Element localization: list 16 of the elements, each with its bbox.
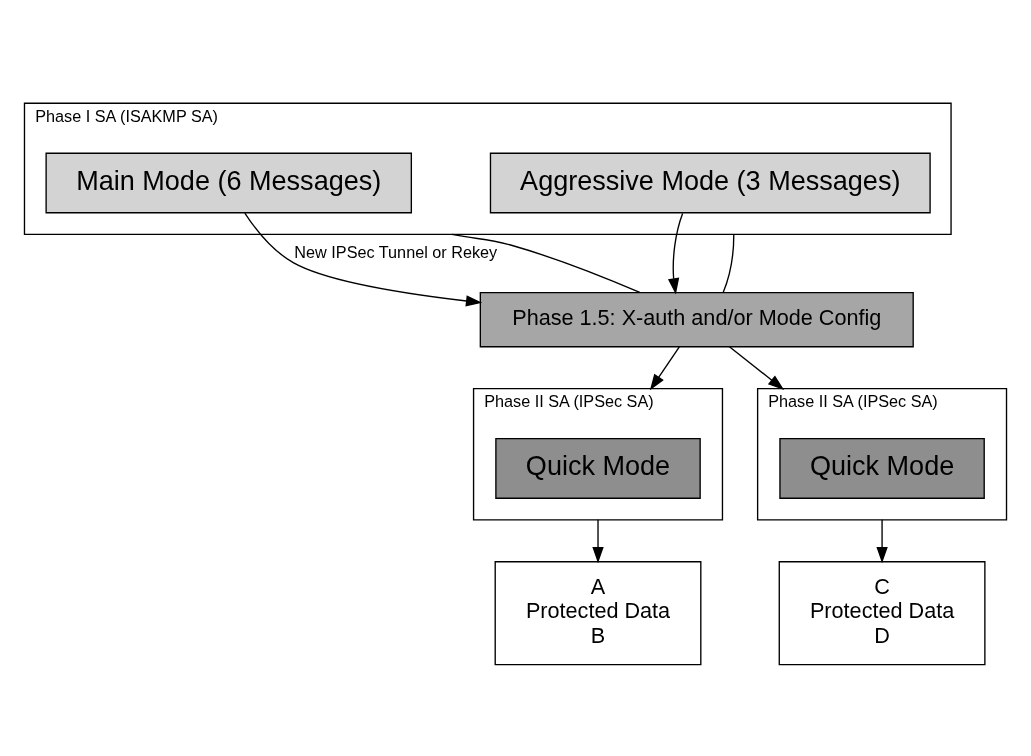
arrow bbox=[244, 211, 483, 307]
node-box: Quick Mode bbox=[779, 437, 985, 499]
arrow bbox=[876, 518, 888, 563]
node-box: C Protected Data D bbox=[778, 560, 986, 665]
node-box: Main Mode (6 Messages) bbox=[45, 152, 412, 213]
node-box: Aggressive Mode (3 Messages) bbox=[489, 152, 931, 213]
arrow bbox=[667, 212, 684, 294]
arrow bbox=[728, 345, 785, 390]
connector bbox=[722, 233, 735, 293]
node-box: Quick Mode bbox=[495, 437, 701, 499]
arrow bbox=[592, 518, 604, 563]
connector bbox=[451, 233, 641, 293]
edge-label: New IPSec Tunnel or Rekey bbox=[294, 242, 498, 261]
node-box: Phase 1.5: X-auth and/or Mode Config bbox=[479, 291, 914, 347]
arrow bbox=[649, 345, 680, 390]
node-box: A Protected Data B bbox=[494, 560, 702, 665]
